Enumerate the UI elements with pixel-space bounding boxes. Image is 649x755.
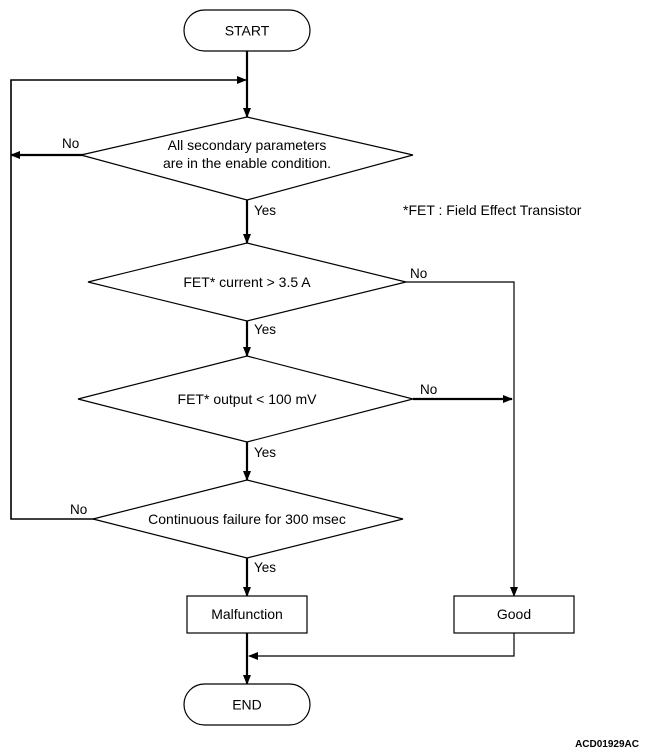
decision-fet-output-label: FET* output < 100 mV xyxy=(178,391,318,407)
figure-id: ACD01929AC xyxy=(575,739,639,750)
good-label: Good xyxy=(497,606,531,622)
branch-label-current-yes: Yes xyxy=(254,322,276,337)
decision-enable-condition: All secondary parameters are in the enab… xyxy=(80,116,414,201)
branch-label-current-no: No xyxy=(410,266,427,281)
footnote-fet-definition: *FET : Field Effect Transistor xyxy=(403,202,582,218)
decision-fet-output: FET* output < 100 mV xyxy=(77,355,416,443)
branch-label-continuous-yes: Yes xyxy=(254,560,276,575)
start-node: START xyxy=(183,9,311,52)
decision-continuous-failure: Continuous failure for 300 msec xyxy=(92,479,404,559)
decision-fet-current-label: FET* current > 3.5 A xyxy=(183,274,311,290)
decision-continuous-failure-label: Continuous failure for 300 msec xyxy=(148,511,346,527)
malfunction-label: Malfunction xyxy=(211,606,283,622)
branch-label-continuous-no: No xyxy=(70,502,87,517)
connectors xyxy=(10,51,518,685)
good-box: Good xyxy=(453,595,575,634)
branch-label-enable-yes: Yes xyxy=(254,203,276,218)
decision-enable-label-line1: All secondary parameters xyxy=(168,137,327,153)
end-label: END xyxy=(232,697,262,713)
start-label: START xyxy=(225,23,270,39)
end-node: END xyxy=(183,683,311,726)
connector-good-to-end xyxy=(248,633,515,660)
connector-current-no xyxy=(406,281,518,597)
branch-label-output-no: No xyxy=(420,382,437,397)
connector-continuous-no-loop xyxy=(10,76,247,520)
malfunction-box: Malfunction xyxy=(186,595,308,634)
branch-label-enable-no: No xyxy=(62,136,79,151)
decision-fet-current: FET* current > 3.5 A xyxy=(87,242,407,322)
decision-enable-label-line2: are in the enable condition. xyxy=(163,155,331,171)
branch-label-output-yes: Yes xyxy=(254,445,276,460)
